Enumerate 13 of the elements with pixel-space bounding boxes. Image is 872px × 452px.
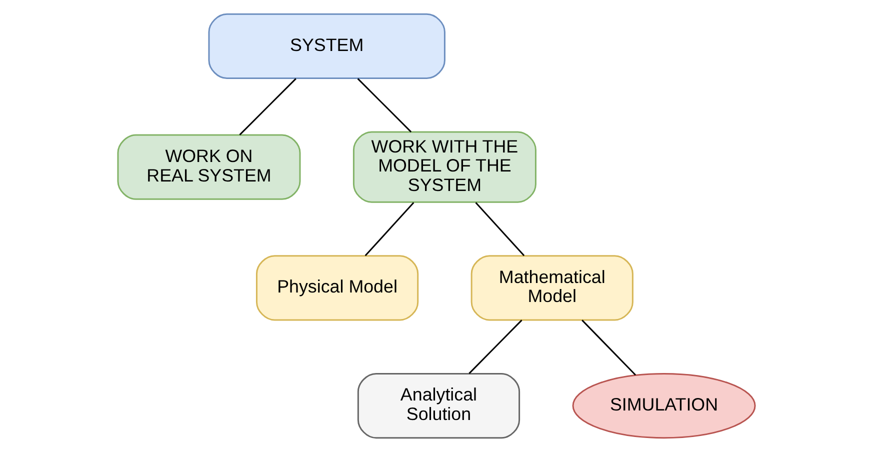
connector [364, 202, 414, 256]
connector [581, 320, 636, 376]
node-box: Physical Model [255, 255, 418, 321]
node-ellipse: SIMULATION [572, 372, 756, 439]
connector [474, 202, 524, 256]
node-box: WORK ON REAL SYSTEM [116, 134, 300, 200]
connector [468, 320, 522, 374]
node-box: WORK WITH THE MODEL OF THE SYSTEM [352, 131, 536, 203]
node-box: Mathematical Model [470, 255, 633, 321]
connector [238, 78, 296, 136]
connector [356, 78, 412, 132]
node-box: SYSTEM [208, 13, 445, 80]
node-box: Analytical Solution [356, 372, 520, 439]
